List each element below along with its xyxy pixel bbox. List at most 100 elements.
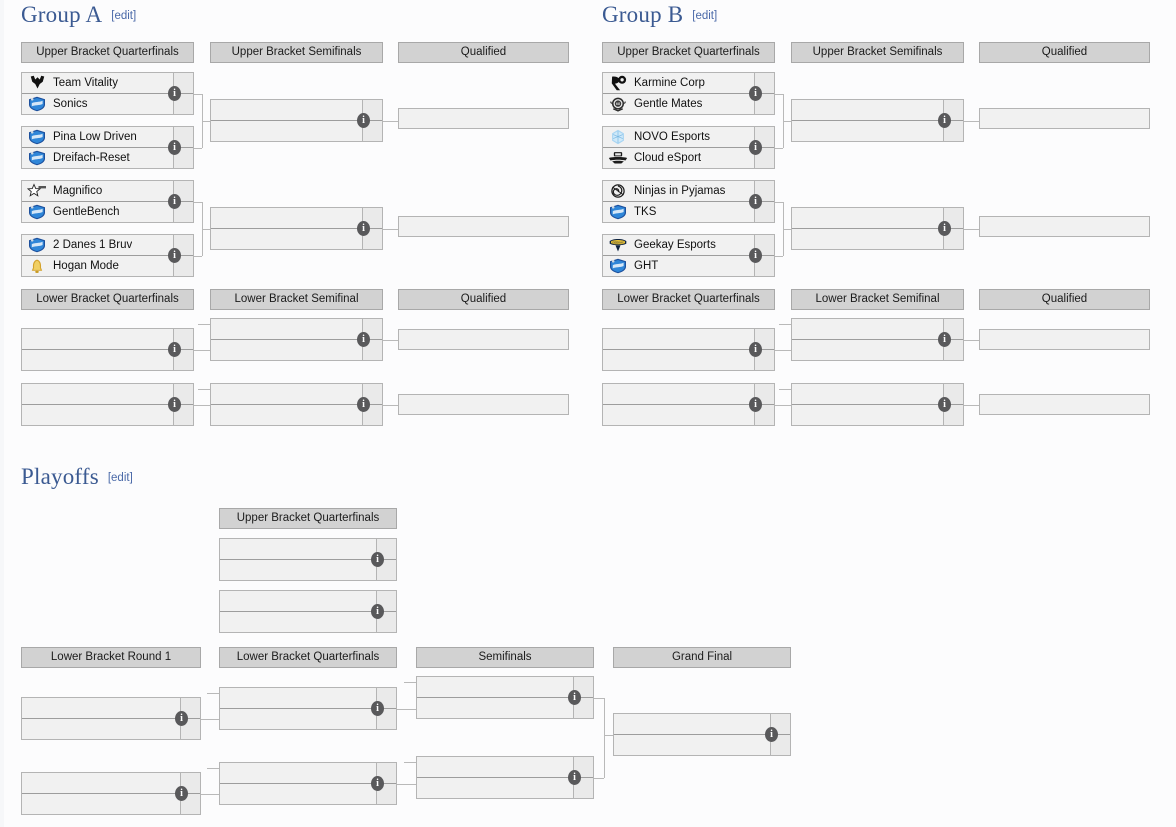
team-row-top[interactable] — [220, 539, 376, 560]
match-info-icon[interactable]: i — [749, 86, 762, 101]
match-lbqf-a-1[interactable] — [21, 328, 194, 371]
team-row-bottom[interactable]: GHT — [603, 256, 754, 277]
team-row-bottom[interactable] — [603, 405, 754, 426]
team-row-bottom[interactable] — [220, 709, 376, 730]
match-info-icon[interactable]: i — [168, 140, 181, 155]
qualified-lower-a-2[interactable] — [398, 394, 569, 415]
match-lbqf-b-1[interactable] — [602, 328, 775, 371]
match-info-icon[interactable]: i — [371, 552, 384, 567]
match-info-icon[interactable]: i — [749, 248, 762, 263]
match-info-icon[interactable]: i — [938, 221, 951, 236]
team-row-top[interactable] — [792, 319, 943, 340]
team-row-top[interactable] — [22, 698, 180, 719]
match-playoffs-ubqf-1[interactable] — [219, 538, 397, 581]
team-row-bottom[interactable] — [417, 698, 573, 719]
match-info-icon[interactable]: i — [938, 113, 951, 128]
match-info-icon[interactable]: i — [568, 690, 581, 705]
team-row-bottom[interactable]: Sonics — [22, 94, 173, 115]
match-info-icon[interactable]: i — [357, 113, 370, 128]
team-row-top[interactable] — [220, 591, 376, 612]
team-row-top[interactable]: Pina Low Driven — [22, 127, 173, 148]
team-row-top[interactable] — [22, 329, 173, 350]
match-playoffs-gf-1[interactable] — [613, 713, 791, 756]
team-row-top[interactable] — [417, 677, 573, 698]
team-row-top[interactable] — [211, 100, 362, 121]
qualified-upper-a-2[interactable] — [398, 216, 569, 237]
match-info-icon[interactable]: i — [371, 604, 384, 619]
playoffs-edit-link[interactable]: [edit] — [107, 472, 133, 484]
group-b-edit-link[interactable]: [edit] — [692, 10, 718, 22]
match-info-icon[interactable]: i — [749, 140, 762, 155]
team-row-top[interactable]: Ninjas in Pyjamas — [603, 181, 754, 202]
team-row-bottom[interactable] — [220, 784, 376, 805]
match-info-icon[interactable]: i — [357, 397, 370, 412]
team-row-bottom[interactable] — [614, 735, 770, 756]
team-row-bottom[interactable]: Hogan Mode — [22, 256, 173, 277]
match-ubsf-a-2[interactable] — [210, 207, 383, 250]
qualified-upper-b-2[interactable] — [979, 216, 1150, 237]
match-playoffs-sf-1[interactable] — [416, 676, 594, 719]
team-row-top[interactable] — [792, 100, 943, 121]
match-info-icon[interactable]: i — [357, 221, 370, 236]
match-playoffs-lbr1-2[interactable] — [21, 772, 201, 815]
team-row-bottom[interactable] — [22, 405, 173, 426]
match-info-icon[interactable]: i — [938, 332, 951, 347]
team-row-top[interactable]: 2 Danes 1 Bruv — [22, 235, 173, 256]
team-row-bottom[interactable] — [220, 612, 376, 633]
qualified-lower-a-1[interactable] — [398, 329, 569, 350]
match-info-icon[interactable]: i — [168, 248, 181, 263]
team-row-bottom[interactable] — [22, 794, 180, 815]
team-row-bottom[interactable] — [211, 340, 362, 361]
match-info-icon[interactable]: i — [168, 397, 181, 412]
team-row-top[interactable] — [22, 384, 173, 405]
team-row-bottom[interactable]: Dreifach-Reset — [22, 148, 173, 169]
team-row-bottom[interactable] — [792, 340, 943, 361]
match-info-icon[interactable]: i — [749, 194, 762, 209]
team-row-top[interactable] — [220, 688, 376, 709]
team-row-top[interactable] — [22, 773, 180, 794]
team-row-top[interactable] — [211, 208, 362, 229]
team-row-top[interactable]: Magnifico — [22, 181, 173, 202]
team-row-top[interactable] — [614, 714, 770, 735]
team-row-bottom[interactable] — [417, 778, 573, 799]
team-row-top[interactable] — [417, 757, 573, 778]
match-lbqf-a-2[interactable] — [21, 383, 194, 426]
team-row-bottom[interactable]: TKS — [603, 202, 754, 223]
team-row-bottom[interactable] — [211, 229, 362, 250]
team-row-bottom[interactable] — [792, 229, 943, 250]
match-lbsf-b-2[interactable] — [791, 383, 964, 426]
match-playoffs-lbqf-2[interactable] — [219, 762, 397, 805]
team-row-bottom[interactable] — [603, 350, 754, 371]
team-row-top[interactable] — [792, 208, 943, 229]
match-info-icon[interactable]: i — [175, 786, 188, 801]
match-lbsf-b-1[interactable] — [791, 318, 964, 361]
team-row-top[interactable] — [211, 319, 362, 340]
team-row-top[interactable] — [211, 384, 362, 405]
team-row-bottom[interactable]: GentleBench — [22, 202, 173, 223]
match-info-icon[interactable]: i — [938, 397, 951, 412]
team-row-top[interactable]: NOVO Esports — [603, 127, 754, 148]
match-info-icon[interactable]: i — [168, 194, 181, 209]
group-a-edit-link[interactable]: [edit] — [111, 10, 137, 22]
team-row-bottom[interactable] — [211, 405, 362, 426]
match-playoffs-sf-2[interactable] — [416, 756, 594, 799]
match-info-icon[interactable]: i — [568, 770, 581, 785]
team-row-top[interactable] — [603, 329, 754, 350]
match-playoffs-lbqf-1[interactable] — [219, 687, 397, 730]
match-lbqf-b-2[interactable] — [602, 383, 775, 426]
match-info-icon[interactable]: i — [765, 727, 778, 742]
match-playoffs-ubqf-2[interactable] — [219, 590, 397, 633]
match-playoffs-lbr1-1[interactable] — [21, 697, 201, 740]
qualified-lower-b-2[interactable] — [979, 394, 1150, 415]
match-info-icon[interactable]: i — [749, 397, 762, 412]
team-row-top[interactable]: Team Vitality — [22, 73, 173, 94]
team-row-bottom[interactable] — [792, 405, 943, 426]
match-ubsf-b-1[interactable] — [791, 99, 964, 142]
team-row-bottom[interactable] — [792, 121, 943, 142]
